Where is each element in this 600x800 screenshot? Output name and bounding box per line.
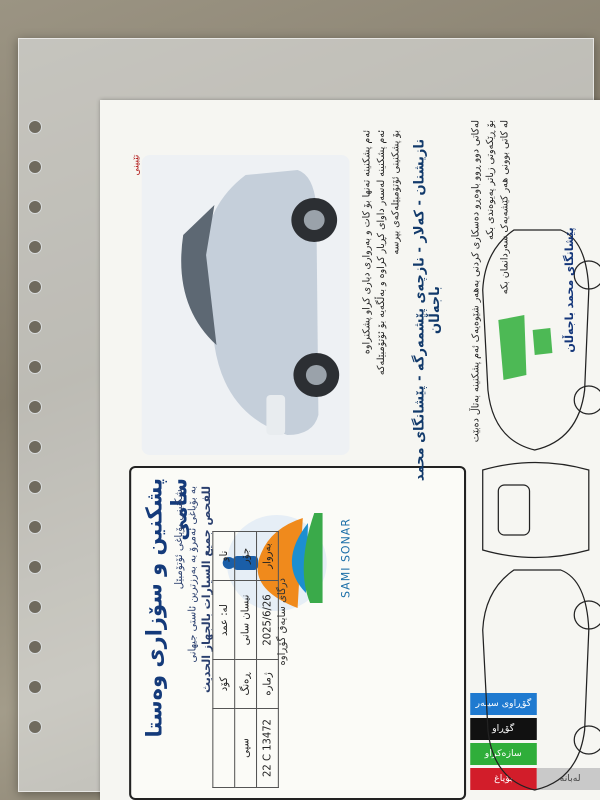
note-tag: تێبینی <box>131 154 142 176</box>
warning-line: لە کاتی بوونی هەر کێشەیەک سەردانمان بکە <box>499 120 511 295</box>
punch-hole <box>28 240 42 254</box>
punch-hole <box>28 720 42 734</box>
punch-hole <box>28 520 42 534</box>
logo-caption: SAMI SONAR <box>339 518 353 598</box>
table-row: کۆد لە: عمد ناو <box>212 531 235 788</box>
info-value: 22 C 13472 <box>256 708 279 788</box>
info-label: ناو <box>212 531 235 581</box>
punch-hole <box>28 600 42 614</box>
punch-hole <box>28 320 42 334</box>
punch-hole <box>28 120 42 134</box>
note-line: ئەم پشکنینە لەسەر داوای کڕیار کراوە و بە… <box>375 130 388 376</box>
info-label: ژمارە <box>256 659 279 709</box>
punch-hole <box>28 160 42 174</box>
info-value: سپی <box>234 708 257 788</box>
info-label: بەروار <box>256 531 279 581</box>
punch-hole <box>28 640 42 654</box>
sami-sonar-logo <box>222 513 327 611</box>
inspection-report-sheet: پشکنین و سۆزاری وەستا سامی پشکنینی بۆیاغ… <box>100 100 600 800</box>
brand-subtitle-line: پشکنینی بۆیاغی ئۆتۆمبێل <box>173 486 186 590</box>
punch-hole <box>28 440 42 454</box>
header-box: پشکنین و سۆزاری وەستا سامی پشکنینی بۆیاغ… <box>129 466 467 800</box>
vehicle-info-table: کۆد لە: عمد ناو سپی ڕەنگ نیسان سانی جۆر … <box>212 531 279 788</box>
punch-hole <box>28 280 42 294</box>
address-line: نازیشنان - کەلار - نازچەی پێشمەرگە - پێش… <box>412 138 444 482</box>
info-value: نیسان سانی <box>234 580 257 660</box>
info-value: 2025/6/26 <box>256 580 279 660</box>
repaired-panel-mark <box>498 315 527 380</box>
punch-hole <box>28 200 42 214</box>
info-label: ڕەنگ <box>234 659 257 709</box>
repaired-panel-mark <box>532 328 553 355</box>
warning-notes: لەکاتی دوو ڕوو باوەڕو دەسکاری کردنی بەھە… <box>469 120 513 460</box>
table-row: سپی ڕەنگ نیسان سانی جۆر <box>234 531 257 788</box>
dealer-note: درگای سایەق گۆڕاوە <box>276 578 289 666</box>
table-row: 22 C 13472 ژمارە 2025/6/26 بەروار <box>256 531 279 788</box>
brand-subtitle: پشکنینی بۆیاغی ئۆتۆمبێل بە بۆیاغی ئەمرۆ … <box>173 486 214 786</box>
car-photo <box>141 155 350 455</box>
note-line: بۆ پشکنینی ئۆتۆمبێلەکەی بپرسە <box>390 130 402 255</box>
info-label: جۆر <box>234 531 257 581</box>
note-line: ئەم پشکنینە تەنها بۆ کات و بەرواری دیاری… <box>361 130 373 355</box>
info-value: لە: عمد <box>212 580 235 660</box>
punch-hole <box>28 560 42 574</box>
punch-hole <box>28 680 42 694</box>
warning-line: لەکاتی دوو ڕوو باوەڕو دەسکاری کردنی بەھە… <box>470 120 482 443</box>
info-value <box>212 708 235 788</box>
punch-hole <box>28 400 42 414</box>
car-damage-diagrams <box>482 229 600 791</box>
punch-hole <box>28 360 42 374</box>
warning-line: بۆ ڕێکەوتی زیاتر پەیوەندی بکە <box>484 120 497 240</box>
punch-hole <box>28 480 42 494</box>
info-label: کۆد <box>212 659 235 709</box>
dealer-name: پێشانگای محمد باجەڵان <box>562 227 577 353</box>
brand-subtitle-line: بە بۆیاغی ئەمرۆ بە بەرزترین ئاستی جیهانی <box>187 486 199 663</box>
notes-list: ئەم پشکنینە تەنها بۆ کات و بەرواری دیاری… <box>360 130 404 460</box>
